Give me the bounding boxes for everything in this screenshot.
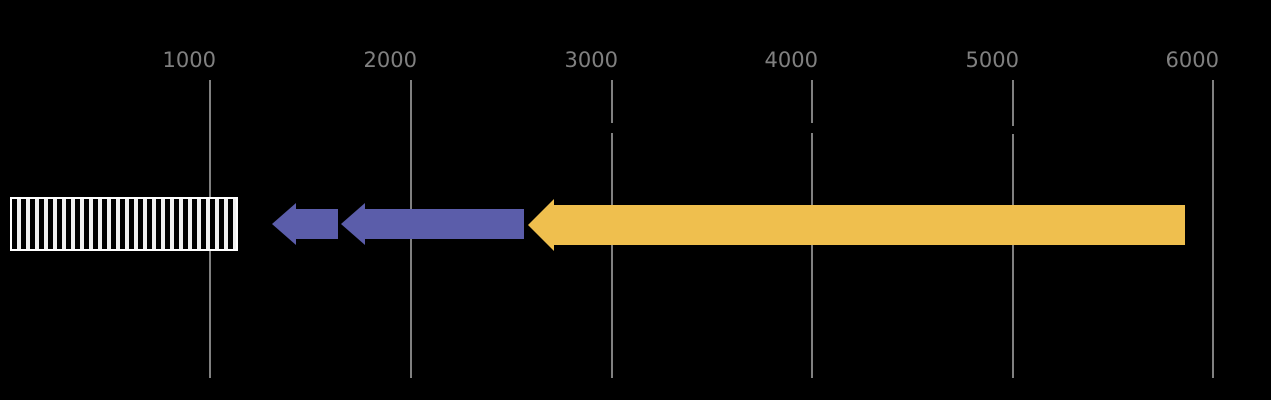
axis-tick-label-5000: 5000 — [965, 48, 1019, 72]
gridline-3000-lower — [611, 133, 613, 378]
gridline-3000-upper — [611, 80, 613, 123]
left-arrow-icon — [528, 199, 1185, 251]
axis-tick-label-4000: 4000 — [764, 48, 818, 72]
axis-tick-label-6000: 6000 — [1165, 48, 1219, 72]
gridline-4000-lower — [811, 133, 813, 378]
axis-tick-label-2000: 2000 — [363, 48, 417, 72]
axis-tick-label-1000: 1000 — [162, 48, 216, 72]
feature-3-arrow[interactable] — [528, 199, 1185, 251]
left-arrow-icon — [341, 203, 524, 245]
left-arrow-icon — [272, 203, 338, 245]
feature-2-arrow[interactable] — [341, 201, 524, 247]
gridline-6000 — [1212, 80, 1214, 378]
axis-tick-label-3000: 3000 — [564, 48, 618, 72]
gridline-5000-upper — [1012, 80, 1014, 126]
gridline-4000-upper — [811, 80, 813, 123]
feature-1-arrow[interactable] — [272, 201, 338, 247]
gridline-5000-lower — [1012, 134, 1014, 378]
feature-masked-region[interactable] — [10, 197, 238, 251]
